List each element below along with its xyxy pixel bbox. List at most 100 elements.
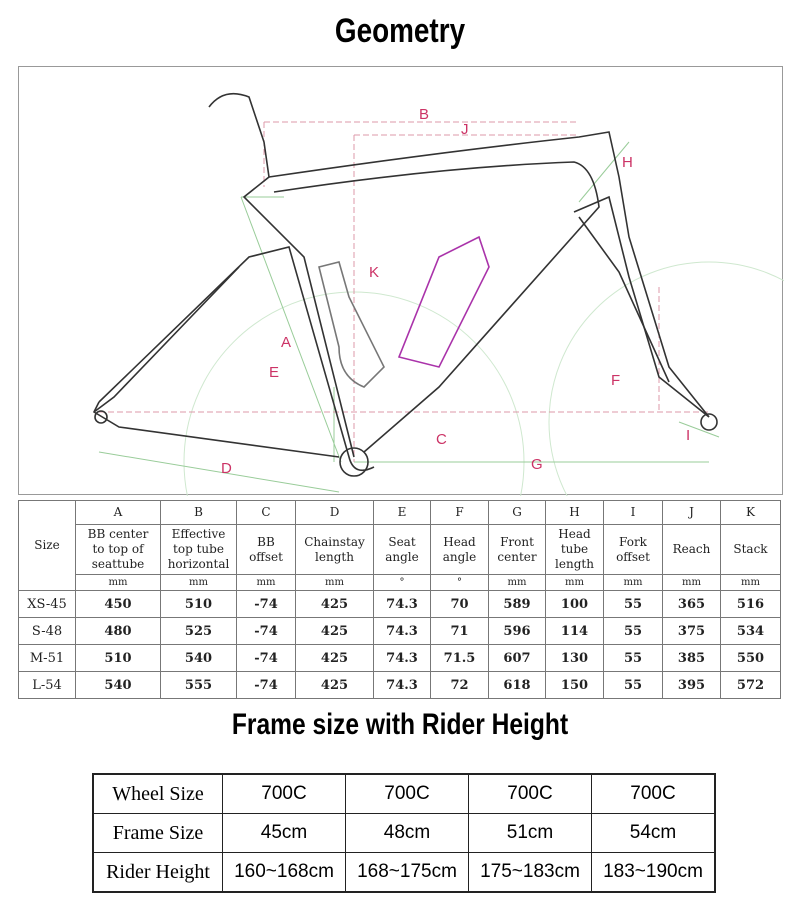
label-I: I: [686, 427, 690, 444]
label-G: G: [531, 456, 543, 473]
value-cell: -74: [236, 590, 296, 618]
description-line: Reach: [672, 542, 711, 556]
description-line: Fork: [619, 534, 647, 549]
value-cell: 700C: [468, 773, 592, 814]
value-cell: 385: [662, 644, 721, 672]
value-cell: 55: [603, 617, 663, 645]
row-label: Wheel Size: [92, 773, 223, 814]
description-line: BB center: [87, 527, 149, 541]
value-cell: 510: [75, 644, 161, 672]
value-cell: 450: [75, 590, 161, 618]
column-letter: C: [236, 500, 296, 525]
value-cell: 72: [430, 671, 489, 699]
value-cell: 55: [603, 671, 663, 699]
description-line: horizontal: [167, 557, 230, 571]
row-label: Frame Size: [92, 813, 223, 853]
value-cell: 51cm: [468, 813, 592, 853]
column-unit: mm: [545, 574, 604, 591]
value-cell: 525: [160, 617, 237, 645]
description-line: Stack: [733, 542, 768, 556]
label-H: H: [622, 154, 633, 171]
description-line: Seat: [388, 534, 416, 549]
label-C: C: [436, 431, 447, 448]
description-line: to top of: [92, 542, 144, 556]
value-cell: 550: [720, 644, 781, 672]
value-cell: 589: [488, 590, 546, 618]
value-cell: 130: [545, 644, 604, 672]
value-cell: 607: [488, 644, 546, 672]
value-cell: 160~168cm: [222, 852, 346, 893]
label-J: J: [461, 121, 469, 138]
value-cell: 74.3: [373, 644, 431, 672]
value-cell: 74.3: [373, 590, 431, 618]
column-unit: mm: [662, 574, 721, 591]
value-cell: 55: [603, 590, 663, 618]
value-cell: 150: [545, 671, 604, 699]
value-cell: 572: [720, 671, 781, 699]
value-cell: 534: [720, 617, 781, 645]
value-cell: 74.3: [373, 617, 431, 645]
size-cell: L-54: [18, 671, 76, 699]
value-cell: -74: [236, 617, 296, 645]
value-cell: 71.5: [430, 644, 489, 672]
label-E: E: [269, 364, 279, 381]
value-cell: 540: [75, 671, 161, 699]
value-cell: 48cm: [345, 813, 469, 853]
label-D: D: [221, 460, 232, 477]
value-cell: 45cm: [222, 813, 346, 853]
label-A: A: [281, 334, 291, 351]
description-line: tube: [560, 542, 589, 556]
column-letter: G: [488, 500, 546, 525]
size-header: Size: [18, 500, 76, 591]
column-letter: B: [160, 500, 237, 525]
description-line: length: [555, 557, 594, 571]
description-line: offset: [249, 549, 283, 564]
column-unit: °: [373, 574, 431, 591]
value-cell: 114: [545, 617, 604, 645]
description-line: offset: [616, 549, 650, 564]
value-cell: -74: [236, 644, 296, 672]
value-cell: 700C: [222, 773, 346, 814]
value-cell: 516: [720, 590, 781, 618]
value-cell: 54cm: [591, 813, 716, 853]
value-cell: 596: [488, 617, 546, 645]
page-title: Geometry: [334, 12, 466, 50]
value-cell: 618: [488, 671, 546, 699]
column-letter: H: [545, 500, 604, 525]
value-cell: 168~175cm: [345, 852, 469, 893]
frame-geometry-diagram: B J H K A E F C D G I: [18, 66, 800, 633]
value-cell: 425: [295, 617, 374, 645]
value-cell: 175~183cm: [468, 852, 592, 893]
column-unit: mm: [75, 574, 161, 591]
description-line: Head: [558, 527, 591, 541]
column-unit: mm: [603, 574, 663, 591]
value-cell: 425: [295, 590, 374, 618]
value-cell: 480: [75, 617, 161, 645]
value-cell: 510: [160, 590, 237, 618]
column-unit: °: [430, 574, 489, 591]
column-unit: mm: [295, 574, 374, 591]
column-letter: K: [720, 500, 781, 525]
label-K: K: [369, 264, 379, 281]
column-letter: I: [603, 500, 663, 525]
column-unit: mm: [160, 574, 237, 591]
value-cell: 70: [430, 590, 489, 618]
column-unit: mm: [488, 574, 546, 591]
value-cell: 375: [662, 617, 721, 645]
value-cell: 74.3: [373, 671, 431, 699]
description-line: center: [497, 549, 537, 564]
column-letter: D: [295, 500, 374, 525]
value-cell: 100: [545, 590, 604, 618]
